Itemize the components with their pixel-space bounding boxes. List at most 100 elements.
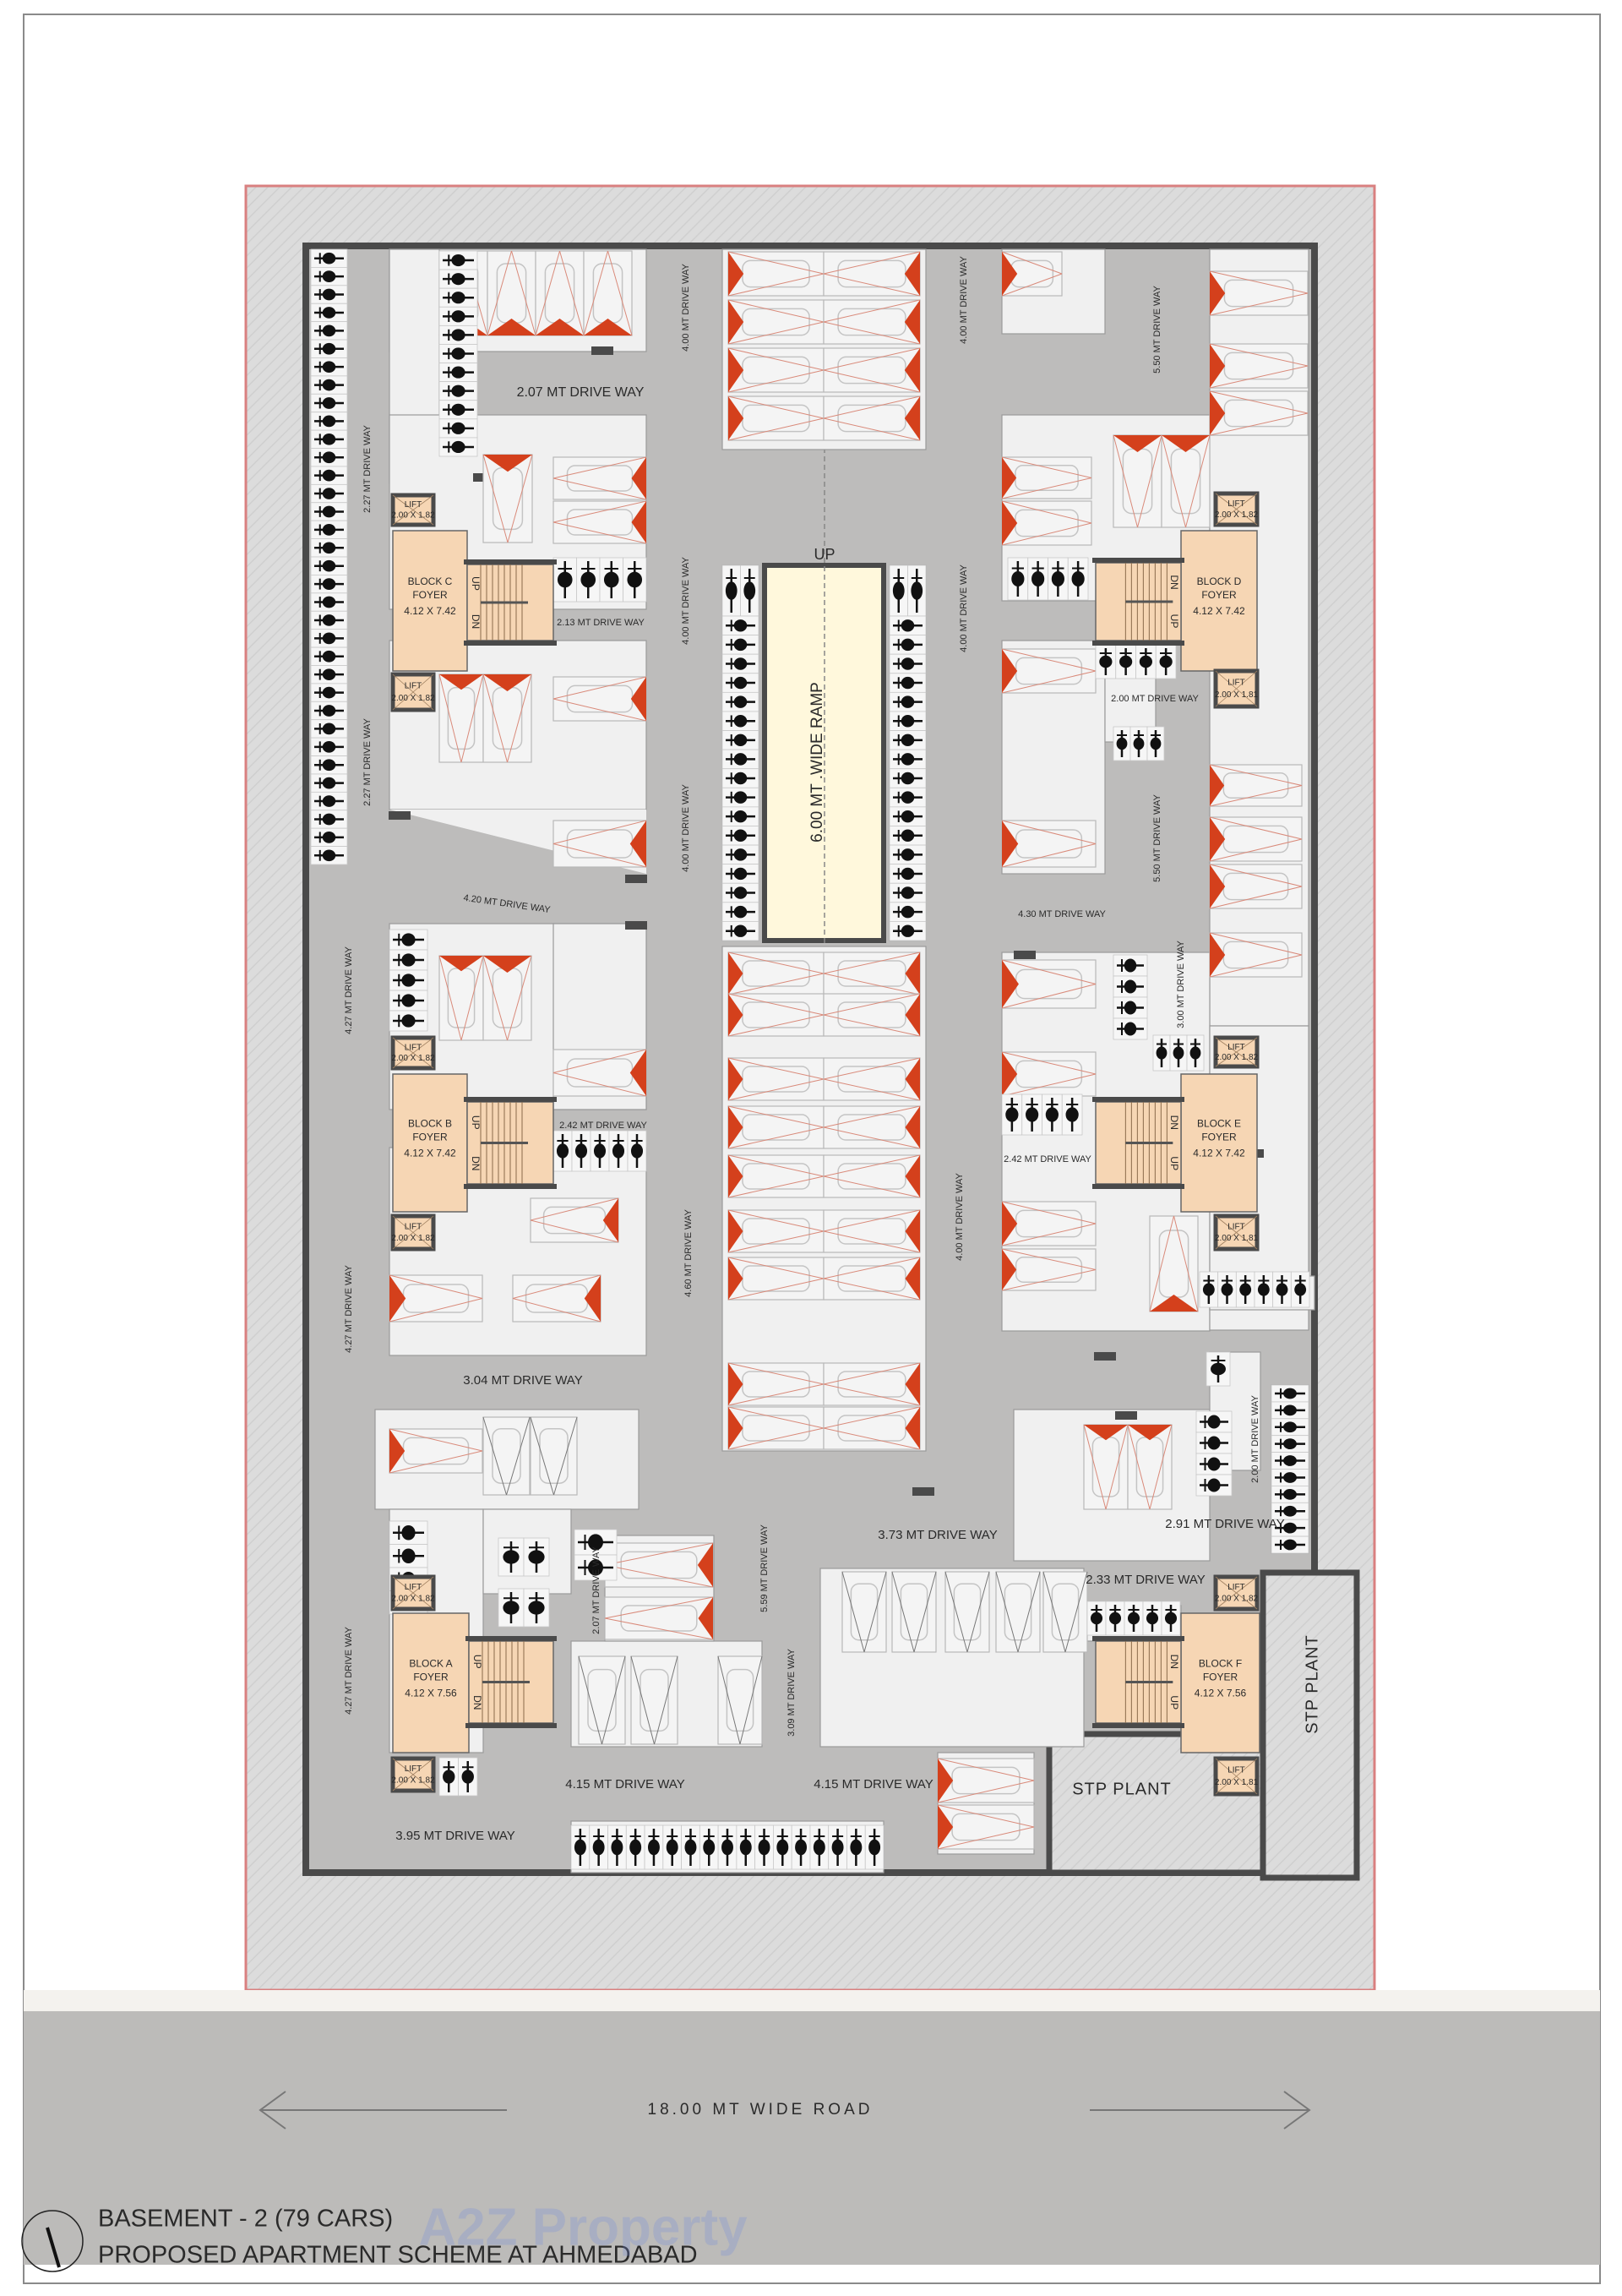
parking-marker bbox=[905, 1058, 920, 1100]
motorcycle-icon bbox=[1275, 1488, 1305, 1500]
car-parking-slot bbox=[823, 1257, 921, 1301]
motorcycle-icon bbox=[893, 619, 923, 632]
parking-marker bbox=[728, 300, 744, 344]
drive-way-label: 5.50 MT DRIVE WAY bbox=[1152, 794, 1162, 881]
parking-marker bbox=[1002, 457, 1017, 499]
car-icon bbox=[539, 1428, 569, 1484]
motorcycle-icon bbox=[758, 1829, 770, 1866]
motorcycle-icon bbox=[393, 1524, 424, 1541]
car-parking-slot bbox=[727, 1154, 825, 1198]
motorcycle-icon bbox=[726, 848, 755, 861]
motorcycle-icon bbox=[314, 832, 344, 843]
car-parking-slot bbox=[823, 1154, 921, 1198]
motorcycle-icon bbox=[578, 1559, 613, 1576]
two-wheeler-slot bbox=[438, 287, 478, 308]
two-wheeler-slot bbox=[1021, 1093, 1042, 1136]
lift-size: 2.00 X 1.82 bbox=[391, 694, 435, 703]
motorcycle-icon bbox=[850, 1829, 863, 1866]
motorcycle-icon bbox=[461, 1761, 474, 1792]
two-wheeler-slot bbox=[721, 711, 759, 731]
two-wheeler-slot bbox=[681, 1824, 700, 1870]
drive-way-label: 4.27 MT DRIVE WAY bbox=[344, 1626, 354, 1714]
car-parking-slot bbox=[1209, 816, 1303, 862]
car-parking-slot bbox=[823, 1362, 921, 1406]
car-parking-slot bbox=[482, 674, 532, 763]
two-wheeler-slot bbox=[310, 791, 348, 811]
motorcycle-icon bbox=[528, 1541, 545, 1573]
motorcycle-icon bbox=[443, 403, 474, 416]
motorcycle-icon bbox=[314, 740, 344, 753]
motorcycle-icon bbox=[393, 933, 424, 946]
parking-marker bbox=[629, 1050, 646, 1096]
two-wheeler-slot bbox=[310, 448, 348, 467]
two-wheeler-slot bbox=[570, 1824, 591, 1870]
wall bbox=[465, 1636, 557, 1641]
lift-cross bbox=[1215, 1037, 1258, 1067]
motorcycle-icon bbox=[666, 1829, 678, 1866]
motorcycle-icon bbox=[868, 1829, 881, 1866]
motorcycle-icon bbox=[726, 905, 755, 919]
motorcycle-icon bbox=[1275, 1505, 1305, 1517]
two-wheeler-slot bbox=[310, 846, 348, 865]
parking-marker bbox=[728, 1407, 743, 1449]
car-icon bbox=[850, 1583, 879, 1641]
two-wheeler-slot bbox=[310, 810, 348, 829]
two-wheeler-slot bbox=[1217, 1271, 1237, 1308]
car-icon bbox=[953, 1583, 982, 1641]
parking-marker bbox=[487, 319, 536, 335]
car-parking-slot bbox=[727, 1057, 825, 1101]
parking-marker bbox=[728, 1363, 743, 1405]
motorcycle-icon bbox=[1275, 1421, 1305, 1433]
two-wheeler-slot bbox=[1129, 726, 1148, 761]
two-wheeler-slot bbox=[438, 400, 478, 420]
lift-size: 2.00 X 1.82 bbox=[391, 1594, 435, 1603]
two-wheeler-slot bbox=[590, 1130, 610, 1172]
car-parking-slot bbox=[823, 1209, 921, 1253]
two-wheeler-slot bbox=[625, 1824, 645, 1870]
motorcycle-icon bbox=[1211, 1355, 1226, 1383]
parking-marker bbox=[905, 1106, 920, 1148]
motorcycle-icon bbox=[1159, 648, 1173, 675]
parking-marker bbox=[728, 952, 743, 995]
foyer bbox=[1180, 1073, 1258, 1213]
two-wheeler-slot bbox=[889, 615, 927, 635]
lift-cross bbox=[392, 674, 434, 711]
column bbox=[625, 875, 647, 883]
motorcycle-icon bbox=[314, 723, 344, 735]
lift-size: 2.00 X 1.82 bbox=[391, 1054, 435, 1063]
motorcycle-icon bbox=[1031, 561, 1045, 597]
parking-marker bbox=[905, 994, 920, 1036]
stp-plant-bottom bbox=[1046, 1731, 1266, 1876]
motorcycle-icon bbox=[314, 777, 344, 789]
drive-way-label: 3.73 MT DRIVE WAY bbox=[878, 1528, 997, 1542]
foyer-size: 4.12 X 7.42 bbox=[404, 605, 456, 617]
two-wheeler-slot bbox=[1042, 1093, 1063, 1136]
drive-way-label: 3.00 MT DRIVE WAY bbox=[1176, 940, 1186, 1028]
car-parking-slot bbox=[727, 299, 825, 345]
parking-marker bbox=[1002, 960, 1019, 1008]
parking-marker bbox=[697, 1543, 713, 1587]
car-parking-slot bbox=[583, 250, 633, 336]
parking-marker bbox=[728, 396, 744, 440]
drive-way-label: 4.27 MT DRIVE WAY bbox=[344, 1264, 354, 1352]
drive-way-label: 2.27 MT DRIVE WAY bbox=[362, 424, 373, 512]
road bbox=[24, 2011, 1600, 2265]
two-wheeler-slot bbox=[310, 339, 348, 358]
wall bbox=[464, 1184, 557, 1189]
lift-label: LIFT bbox=[405, 682, 422, 691]
two-wheeler-slot bbox=[438, 269, 478, 289]
two-wheeler-slot bbox=[1235, 1271, 1255, 1308]
motorcycle-icon bbox=[893, 753, 923, 766]
car-parking-slot bbox=[1149, 1215, 1199, 1312]
car-parking-slot bbox=[1209, 270, 1309, 316]
two-wheeler-slot bbox=[1272, 1271, 1292, 1308]
car-parking-slot bbox=[552, 456, 647, 500]
two-wheeler-slot bbox=[523, 1537, 550, 1577]
car-parking-slot bbox=[823, 347, 921, 393]
column bbox=[591, 346, 613, 355]
two-wheeler-slot bbox=[389, 990, 428, 1012]
car-parking-slot bbox=[1127, 1424, 1173, 1510]
motorcycle-icon bbox=[726, 753, 755, 766]
motorcycle-icon bbox=[726, 619, 755, 632]
motorcycle-icon bbox=[443, 254, 474, 267]
